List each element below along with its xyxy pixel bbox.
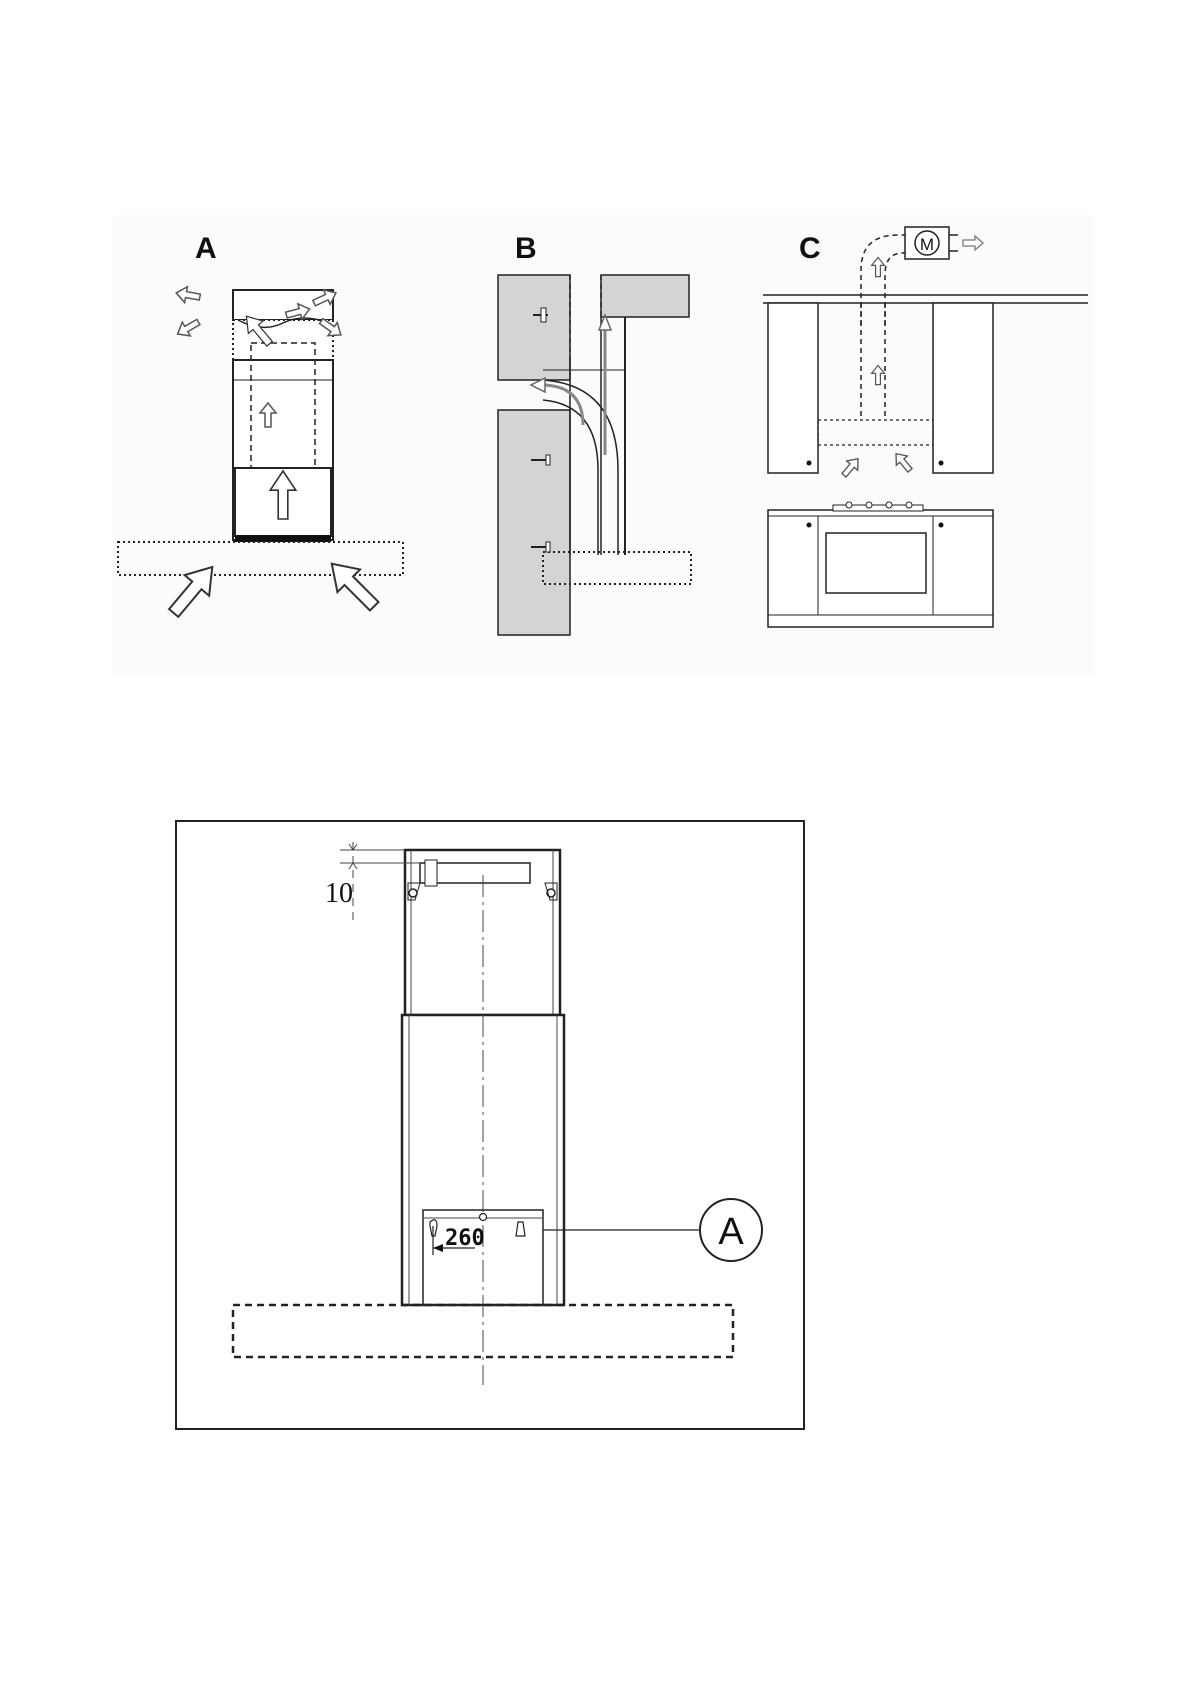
cabinet-knob bbox=[807, 523, 812, 528]
dimension-holes-label: 260 bbox=[445, 1226, 485, 1251]
burner-icon bbox=[886, 502, 892, 508]
ceiling-beam bbox=[601, 275, 689, 317]
center-hole bbox=[480, 1214, 487, 1221]
installation-drawing: 10 260 A bbox=[175, 820, 805, 1430]
callout-label: A bbox=[718, 1211, 744, 1253]
cabinet-knob bbox=[939, 523, 944, 528]
burner-icon bbox=[846, 502, 852, 508]
cabinet-knob bbox=[939, 461, 944, 466]
oven-door bbox=[826, 533, 926, 593]
upper-wall bbox=[498, 275, 570, 380]
burner-icon bbox=[866, 502, 872, 508]
burner-icon bbox=[906, 502, 912, 508]
lower-wall bbox=[498, 410, 570, 635]
dimension-top-label: 10 bbox=[325, 878, 353, 909]
ventilation-modes-figure: A bbox=[113, 215, 1093, 675]
panel-c-letter: C bbox=[799, 232, 821, 265]
panel-b-letter: B bbox=[515, 232, 537, 265]
cabinet-knob bbox=[807, 461, 812, 466]
grease-filter bbox=[235, 535, 331, 542]
right-wall-cabinet bbox=[933, 303, 993, 473]
motor-label: M bbox=[920, 235, 934, 254]
panel-a-letter: A bbox=[195, 232, 217, 265]
bracket-clamp bbox=[425, 860, 437, 886]
left-wall-cabinet bbox=[768, 303, 818, 473]
keyhole-slot-icon bbox=[516, 1222, 525, 1236]
